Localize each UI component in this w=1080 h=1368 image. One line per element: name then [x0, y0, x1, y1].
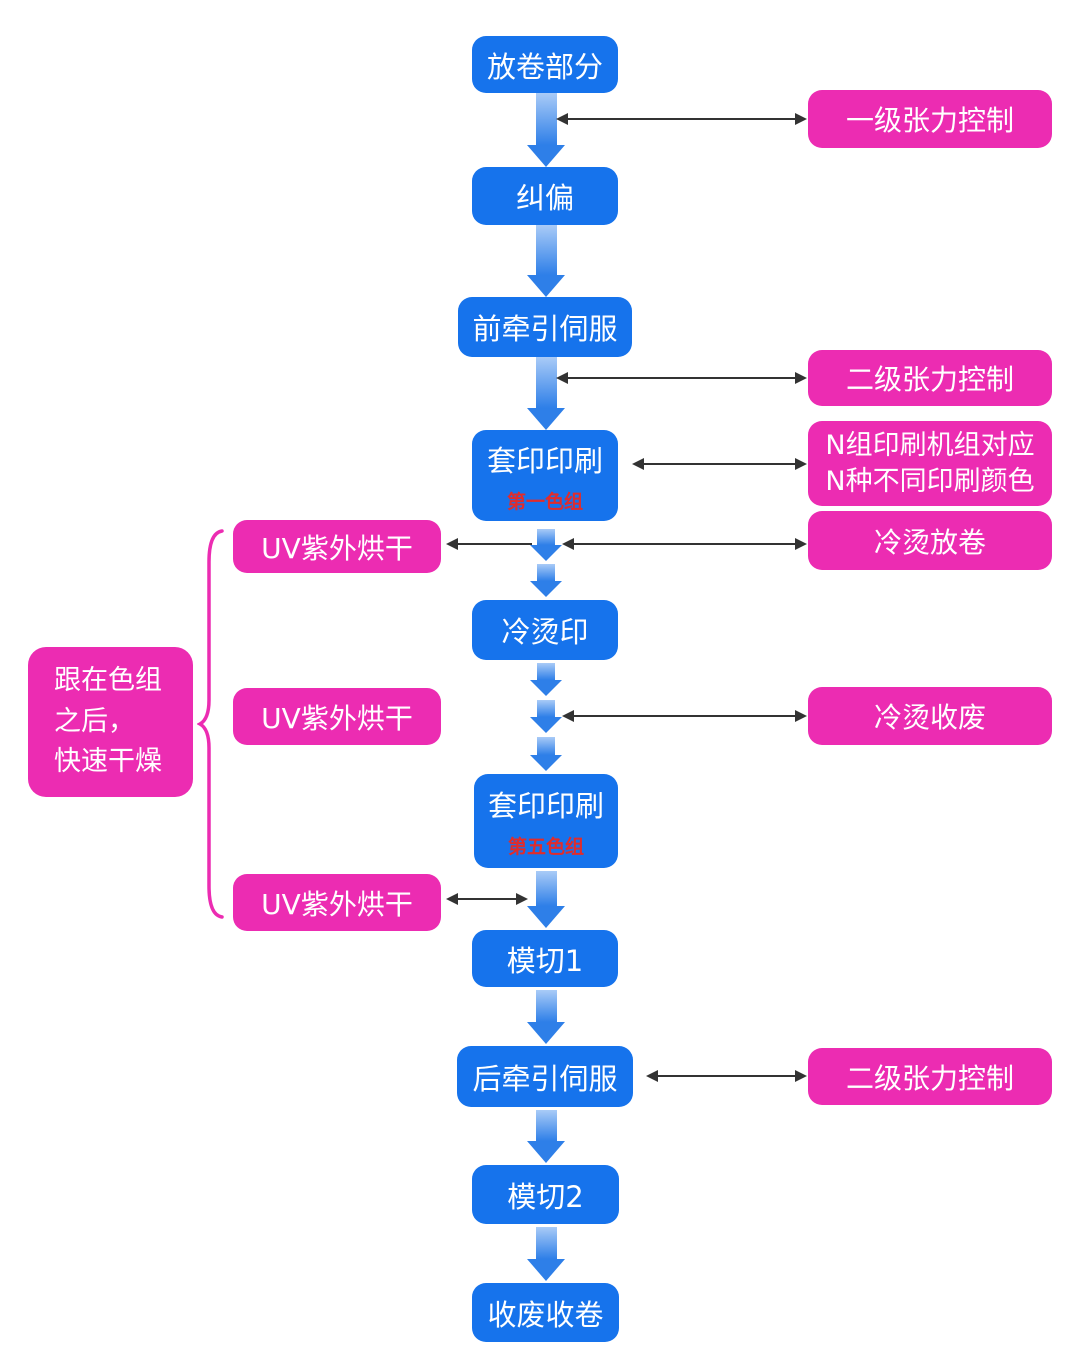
flow-arrow-down-5	[530, 564, 562, 597]
node-waste-rewind: 收废收卷	[472, 1283, 619, 1342]
connector-cold-foil-waste	[562, 710, 807, 722]
node-label: 模切2	[507, 1179, 584, 1214]
node-front-traction-servo: 前牵引伺服	[458, 297, 632, 357]
flow-arrow-down-7	[530, 700, 562, 733]
node-label: 套印印刷	[487, 789, 604, 823]
node-web-guide: 纠偏	[472, 167, 618, 225]
flow-arrow-down-8	[530, 737, 562, 771]
note-line2: 之后，	[54, 705, 135, 737]
node-label: UV紫外烘干	[261, 701, 413, 735]
node-uv-dryer-1: UV紫外烘干	[233, 520, 441, 573]
flow-arrow-down-4	[530, 529, 562, 561]
note-label: 一级张力控制	[845, 104, 1014, 137]
connector-tension-level2-a	[556, 372, 807, 384]
note-n-print-units: N组印刷机组对应 N种不同印刷颜色	[808, 421, 1052, 506]
note-tension-control-level2-b: 二级张力控制	[808, 1048, 1052, 1105]
flow-arrow-down-2	[527, 225, 565, 297]
node-label: 收废收卷	[487, 1297, 604, 1332]
flow-arrow-down-1	[527, 93, 565, 167]
note-label: 冷烫收废	[873, 701, 986, 734]
node-label: UV紫外烘干	[261, 887, 413, 921]
node-overprint-first-unit: 套印印刷 第一色组	[472, 430, 618, 521]
connector-tension-level1	[556, 113, 807, 125]
flow-arrow-down-9	[527, 871, 565, 928]
node-die-cut-1: 模切1	[472, 930, 618, 987]
node-label: 后牵引伺服	[472, 1061, 618, 1096]
note-tension-control-level2-a: 二级张力控制	[808, 350, 1052, 406]
node-uv-dryer-3: UV紫外烘干	[233, 874, 441, 931]
note-cold-foil-unwind: 冷烫放卷	[808, 511, 1052, 570]
flow-arrow-down-6	[530, 663, 562, 696]
note-line1: 跟在色组	[54, 665, 162, 697]
connector-cold-foil-unwind	[562, 538, 807, 550]
node-cold-foil-print: 冷烫印	[472, 600, 618, 660]
node-label: 前牵引伺服	[472, 312, 618, 346]
connector-tension-level2-b	[646, 1070, 807, 1082]
node-label: 套印印刷	[486, 443, 603, 478]
note-cold-foil-waste-rewind: 冷烫收废	[808, 687, 1052, 745]
flow-arrow-down-10	[527, 990, 565, 1044]
node-sublabel: 第五色组	[507, 836, 584, 858]
note-label-line2: N种不同印刷颜色	[825, 465, 1035, 497]
connector-uv-dryer-3	[446, 893, 528, 905]
node-overprint-fifth-unit: 套印印刷 第五色组	[474, 774, 618, 868]
node-label: 放卷部分	[486, 49, 603, 84]
node-die-cut-2: 模切2	[472, 1165, 619, 1224]
flow-arrow-down-3	[527, 357, 565, 430]
note-line3: 快速干燥	[54, 746, 162, 778]
node-label: 冷烫印	[501, 615, 589, 649]
flow-arrow-down-11	[527, 1110, 565, 1163]
node-sublabel: 第一色组	[506, 490, 583, 513]
node-uv-dryer-2: UV紫外烘干	[233, 688, 441, 745]
note-label: 二级张力控制	[845, 1061, 1014, 1095]
connector-uv-dryer-1	[446, 538, 532, 550]
flow-arrow-down-12	[527, 1227, 565, 1281]
node-unwind-section: 放卷部分	[472, 36, 618, 93]
node-rear-traction-servo: 后牵引伺服	[457, 1046, 633, 1107]
brace-uv-group	[197, 529, 224, 919]
node-label: UV紫外烘干	[261, 531, 413, 565]
note-tension-control-level1: 一级张力控制	[808, 90, 1052, 148]
connector-n-print-units	[632, 458, 807, 470]
note-label-line1: N组印刷机组对应	[825, 429, 1035, 461]
node-label: 模切1	[506, 943, 584, 978]
note-uv-purpose: 跟在色组 之后， 快速干燥	[28, 647, 193, 797]
node-label: 纠偏	[515, 181, 574, 215]
note-label: 冷烫放卷	[873, 525, 986, 559]
note-label: 二级张力控制	[845, 363, 1014, 396]
